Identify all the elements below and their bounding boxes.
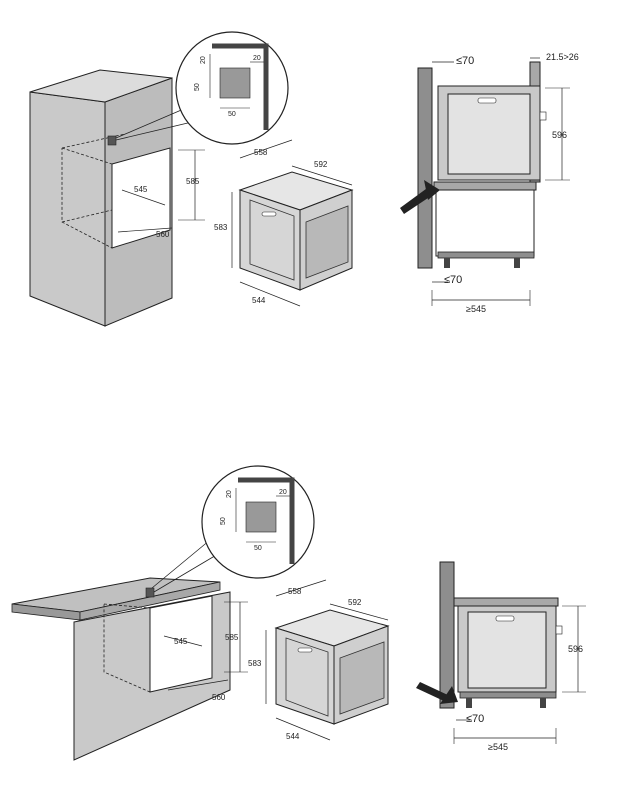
dim2-side-depth: ≥545	[488, 742, 508, 752]
detail-dim-bottom: 50	[228, 111, 236, 118]
side-section-bottom: 596 ≤70 ≥545	[416, 561, 586, 752]
oven-glass	[305, 205, 349, 279]
detail-dim-left: 50	[194, 83, 201, 91]
dim2-oven-depth: 558	[288, 587, 302, 596]
oven-isometric-bottom: 558 592 583 544	[248, 579, 390, 741]
dim-cabinet-depth: 560	[156, 230, 170, 239]
dim-cabinet-height: 585	[186, 177, 200, 186]
vent-detail-callout-bottom: 20 20 50 50	[151, 465, 315, 593]
dim-gap-right: 21.5>26	[546, 52, 579, 62]
dim-oven-front-width: 544	[252, 296, 266, 305]
dim-oven-depth: 558	[254, 148, 268, 157]
undercounter-cabinet: 545 560 585	[11, 577, 248, 761]
vent-hole	[219, 67, 251, 99]
bottom-section: 545 560 585 20 20 50 50	[11, 465, 586, 761]
top-section: 545 560 585 20 20 50 50	[29, 31, 579, 327]
dim-uc-height: 585	[225, 633, 239, 642]
niche-hidden-edges	[61, 147, 113, 249]
detail2-dim-bottom: 50	[254, 545, 262, 552]
dim-oven-height: 583	[214, 223, 228, 232]
dim2-gap-bottom: ≤70	[466, 713, 484, 725]
dim-gap-bottom: ≤70	[444, 274, 462, 286]
arrow-indicator	[400, 186, 434, 214]
detail2-dim-top: 20	[226, 490, 233, 498]
dim2-oven-width: 592	[348, 598, 362, 607]
vent-cutout	[107, 135, 117, 146]
detail2-dim-right: 20	[279, 489, 287, 496]
dim-gap-top: ≤70	[456, 55, 474, 67]
dim-uc-width: 545	[174, 637, 188, 646]
dim-cabinet-width: 545	[134, 185, 148, 194]
door-handle	[261, 211, 277, 217]
dim2-oven-height: 583	[248, 659, 262, 668]
dim2-oven-front-width: 544	[286, 732, 300, 741]
dim-side-depth: ≥545	[466, 304, 486, 314]
detail2-dim-left: 50	[220, 517, 227, 525]
dim-side-height: 596	[552, 130, 567, 140]
cabinet-top	[29, 69, 173, 103]
detail-dim-top: 20	[200, 56, 207, 64]
column-cabinet: 545 560 585	[29, 69, 205, 327]
dim-uc-depth: 560	[212, 693, 226, 702]
vent-detail-callout: 20 20 50 50	[115, 31, 289, 145]
dim-oven-width: 592	[314, 160, 328, 169]
oven-isometric: 558 592 583 544	[214, 139, 354, 307]
corner-profile	[212, 43, 269, 130]
cabinet-side-panel	[29, 91, 106, 327]
side-section: ≤70 21.5>26 596 ≤70 ≥545	[400, 52, 579, 314]
cabinet-wall	[417, 67, 433, 269]
detail-dim-right: 20	[253, 55, 261, 62]
oven-niche	[111, 147, 171, 249]
dim2-side-height: 596	[568, 644, 583, 654]
